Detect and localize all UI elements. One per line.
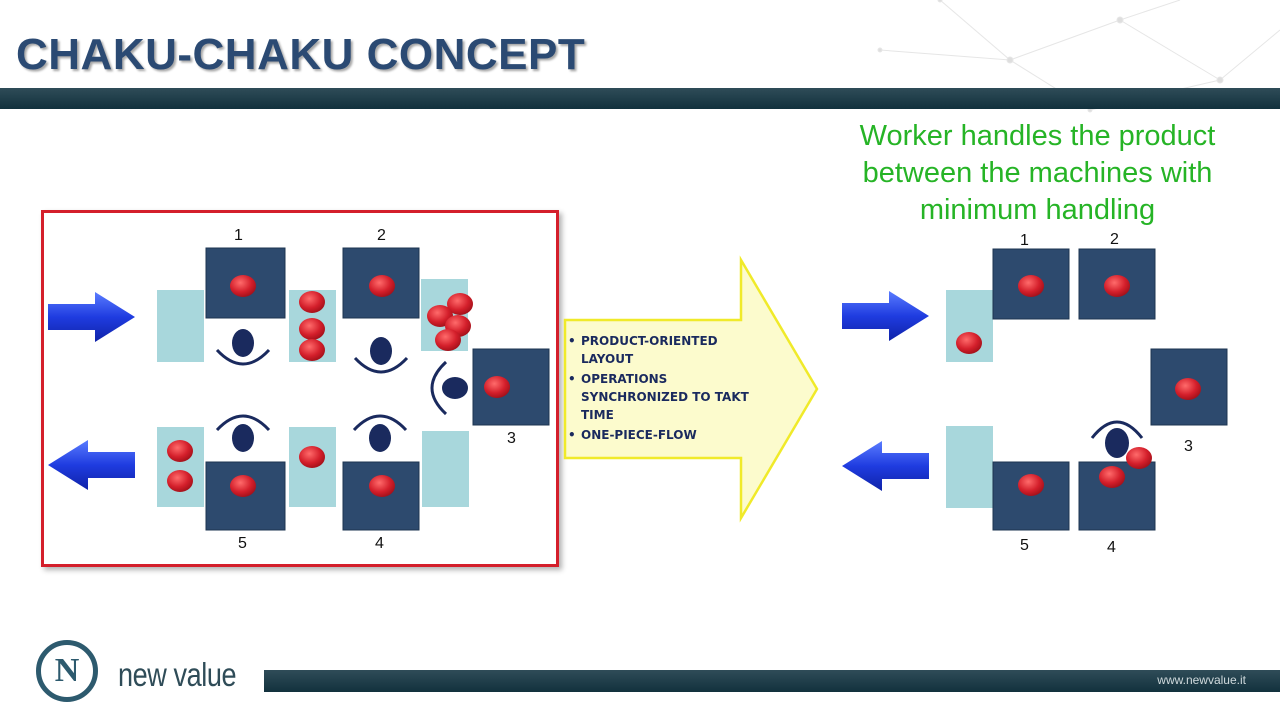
callout-arrow [563,255,819,523]
operator-icon [353,337,409,374]
part-icon [167,440,193,462]
bullet-item: • OPERATIONS SYNCHRONIZED TO TAKT TIME [568,372,749,422]
part-icon [230,475,256,497]
bullet-item: • ONE-PIECE-FLOW [568,428,697,442]
bullet-item: • PRODUCT-ORIENTED LAYOUT [568,334,718,366]
station-label-4: 4 [1107,539,1116,556]
part-icon [484,376,510,398]
traditional-layout-frame [41,210,559,567]
station-label-5: 5 [238,535,247,552]
part-icon [1018,275,1044,297]
part-icon [1126,447,1152,469]
station-label-5: 5 [1020,537,1029,554]
part-icon [369,275,395,297]
operator-icon [352,414,408,452]
part-icon [299,339,325,361]
brand-name: new value [118,656,237,693]
buffer-stock [946,426,993,508]
part-icon [299,318,325,340]
footer-bar [264,670,1280,692]
station-label-4: 4 [375,535,384,552]
outbound-flow-arrow [842,441,929,491]
machine-4 [1078,461,1156,531]
part-icon [230,275,256,297]
part-icon [299,291,325,313]
buffer-stock [422,431,469,507]
part-icon [435,329,461,351]
station-label-1: 1 [234,227,243,244]
headline-text: Worker handles the product between the m… [859,120,1216,226]
page-title: CHAKU-CHAKU CONCEPT [16,30,586,79]
part-icon [167,470,193,492]
station-label-2: 2 [377,227,386,244]
brand-logo: N [36,640,98,702]
part-icon [299,446,325,468]
station-label-1: 1 [1020,232,1029,249]
parts-left [167,275,510,497]
buffer-stock [157,290,204,362]
outbound-flow-arrow [48,440,135,490]
operator-icon [215,414,271,452]
part-icon [956,332,982,354]
station-label-3: 3 [507,430,516,447]
operator-icon [215,329,271,366]
logo-letter: N [54,652,80,689]
station-label-3: 3 [1184,438,1193,455]
part-icon [447,293,473,315]
callout-bullets: • PRODUCT-ORIENTED LAYOUT • OPERATIONS S… [568,332,768,444]
operator-icon [1090,420,1144,458]
station-label-2: 2 [1110,231,1119,248]
operator-icon [430,360,468,416]
buffer-stock [157,427,204,507]
part-icon [1104,275,1130,297]
part-icon [1018,474,1044,496]
part-icon [1175,378,1201,400]
inbound-flow-arrow [842,291,929,341]
part-icon [1099,466,1125,488]
title-underline-bar [0,88,1280,109]
part-icon [369,475,395,497]
inbound-flow-arrow [48,292,135,342]
parts-right [956,275,1201,496]
footer-url: www.newvalue.it [1157,673,1246,687]
